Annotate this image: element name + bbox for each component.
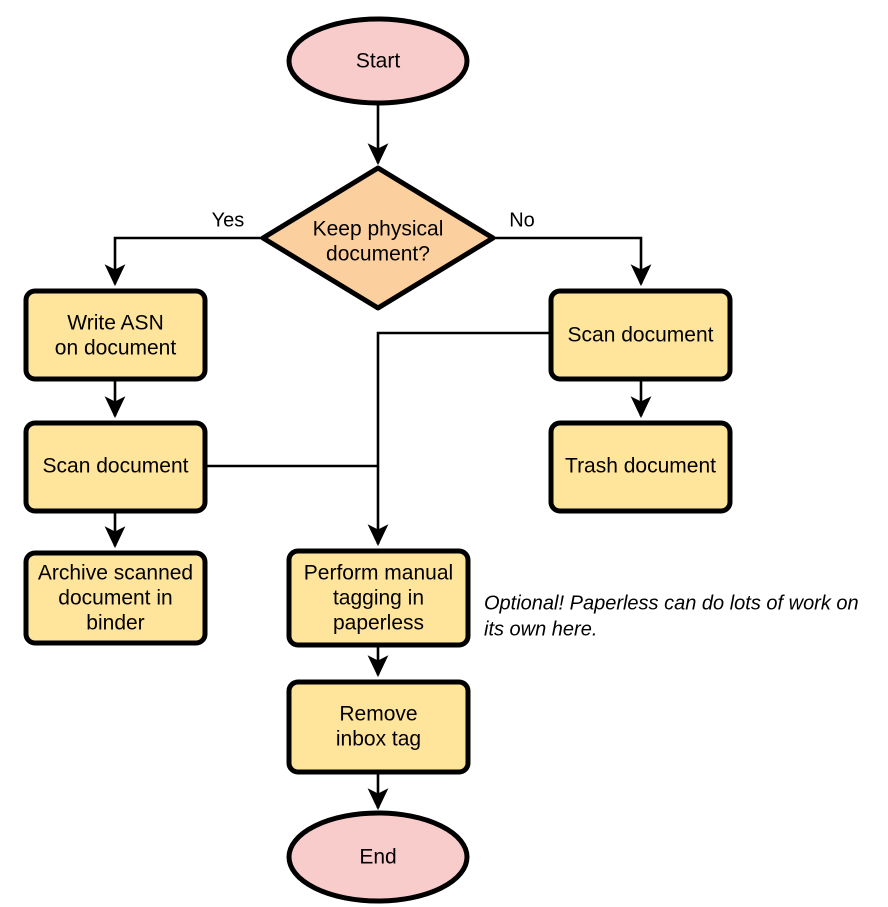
node-archive-scanned-document[interactable]: Archive scanned document in binder <box>23 550 208 646</box>
tagging-label-line2: tagging in <box>333 587 424 610</box>
start-label: Start <box>356 50 401 73</box>
write-asn-label-line2: on document <box>55 337 177 360</box>
node-scan-document-left[interactable]: Scan document <box>23 420 208 514</box>
optional-note-line2: its own here. <box>484 618 597 640</box>
edge-label-yes: Yes <box>212 209 245 231</box>
tagging-label-line1: Perform manual <box>304 562 453 585</box>
scan-document-left-label: Scan document <box>43 455 189 478</box>
end-label: End <box>359 846 396 869</box>
remove-inbox-tag-box[interactable] <box>286 679 471 775</box>
node-end[interactable]: End <box>286 810 470 904</box>
node-scan-document-right[interactable]: Scan document <box>548 288 733 382</box>
edge-layer <box>104 103 652 811</box>
node-start[interactable]: Start <box>286 16 470 106</box>
decision-label-line1: Keep physical <box>313 218 444 241</box>
scan-document-right-label: Scan document <box>568 324 714 347</box>
write-asn-box[interactable] <box>23 288 208 382</box>
edge-label-layer: Yes No <box>212 209 535 231</box>
perform-manual-tagging-box[interactable] <box>286 548 471 648</box>
remove-inbox-label-line1: Remove <box>339 703 417 726</box>
archive-scanned-document-box[interactable] <box>23 550 208 646</box>
scan-document-left-box[interactable] <box>23 420 208 514</box>
decision-diamond[interactable] <box>260 165 496 311</box>
archive-label-line2: document in <box>58 587 172 610</box>
archive-label-line3: binder <box>86 612 144 635</box>
remove-inbox-label-line2: inbox tag <box>336 728 421 751</box>
archive-label-line1: Archive scanned <box>38 562 193 585</box>
trash-document-label: Trash document <box>565 455 716 478</box>
optional-note-line1: Optional! Paperless can do lots of work … <box>484 592 859 614</box>
annotation-layer: Optional! Paperless can do lots of work … <box>484 592 859 640</box>
node-write-asn-on-document[interactable]: Write ASN on document <box>23 288 208 382</box>
node-keep-physical-document[interactable]: Keep physical document? <box>260 165 496 311</box>
node-layer: Start Keep physical document? Write ASN … <box>23 16 733 904</box>
start-ellipse[interactable] <box>286 16 470 106</box>
node-trash-document[interactable]: Trash document <box>548 420 733 514</box>
edge-decision-to-write-asn <box>104 236 263 287</box>
scan-document-right-box[interactable] <box>548 288 733 382</box>
node-perform-manual-tagging[interactable]: Perform manual tagging in paperless <box>286 548 471 648</box>
edge-decision-to-scan-right <box>493 236 652 287</box>
edge-label-no: No <box>509 209 535 231</box>
decision-label-line2: document? <box>326 243 430 266</box>
write-asn-label-line1: Write ASN <box>67 312 163 335</box>
node-remove-inbox-tag[interactable]: Remove inbox tag <box>286 679 471 775</box>
trash-document-box[interactable] <box>548 420 733 514</box>
edge-scan-right-to-tagging <box>367 331 551 547</box>
end-ellipse[interactable] <box>286 810 470 904</box>
tagging-label-line3: paperless <box>333 612 424 635</box>
